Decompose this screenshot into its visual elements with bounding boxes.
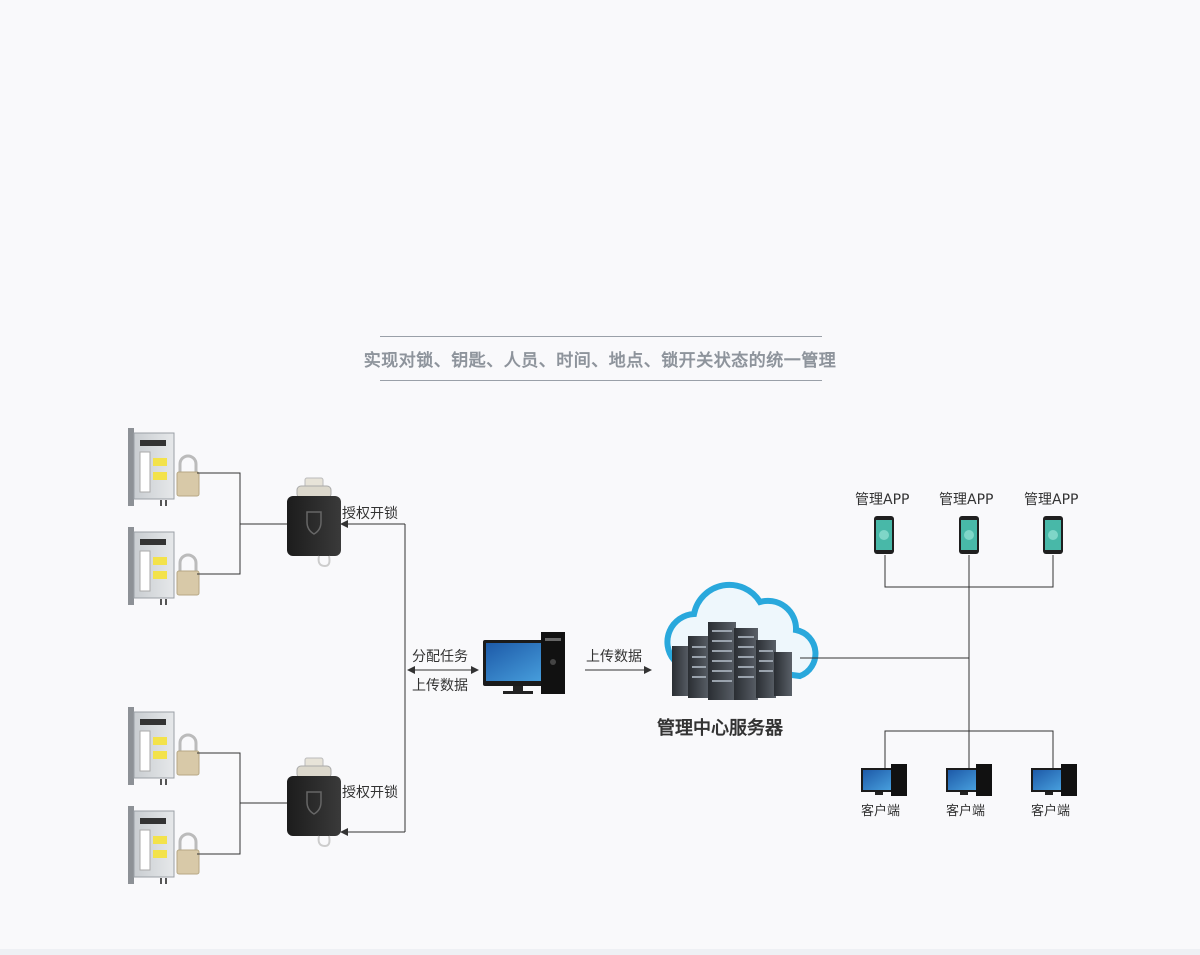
app-label-1: 管理APP [855, 492, 910, 508]
cabinet-connector-lines [197, 472, 287, 855]
server-link-label: 上传数据 [586, 649, 642, 665]
app-label-3: 管理APP [1024, 492, 1079, 508]
key-device-1 [287, 477, 341, 568]
client-label-3: 客户端 [1031, 804, 1071, 819]
headline-rule-top [380, 336, 822, 337]
server-label: 管理中心服务器 [657, 718, 783, 739]
network-lines [800, 555, 1054, 768]
client-pc-icon-3 [1031, 764, 1077, 796]
management-pc [483, 632, 565, 694]
client-pc-icon-2 [946, 764, 992, 796]
app-label-2: 管理APP [939, 492, 994, 508]
pc-upload-label: 上传数据 [412, 678, 468, 694]
phone-icon-2 [959, 516, 979, 554]
key-device-2-label: 授权开锁 [342, 785, 398, 801]
phone-icon-3 [1043, 516, 1063, 554]
key-device-1-label: 授权开锁 [342, 506, 398, 522]
headline-rule-bottom [380, 380, 822, 381]
client-pc-icon-1 [861, 764, 907, 796]
key-device-2 [287, 757, 341, 848]
client-label-1: 客户端 [861, 804, 901, 819]
phone-icon-1 [874, 516, 894, 554]
bottom-band [0, 949, 1200, 955]
headline: 实现对锁、钥匙、人员、时间、地点、锁开关状态的统一管理 [363, 351, 837, 371]
pc-assign-label: 分配任务 [412, 649, 468, 665]
key-pc-connector [340, 520, 479, 836]
cabinet-lock-4 [128, 806, 200, 884]
cabinet-lock-3 [128, 707, 200, 785]
cabinet-lock-2 [128, 527, 200, 605]
cloud-server [664, 581, 819, 700]
client-label-2: 客户端 [946, 804, 986, 819]
cabinet-lock-1 [128, 428, 200, 506]
